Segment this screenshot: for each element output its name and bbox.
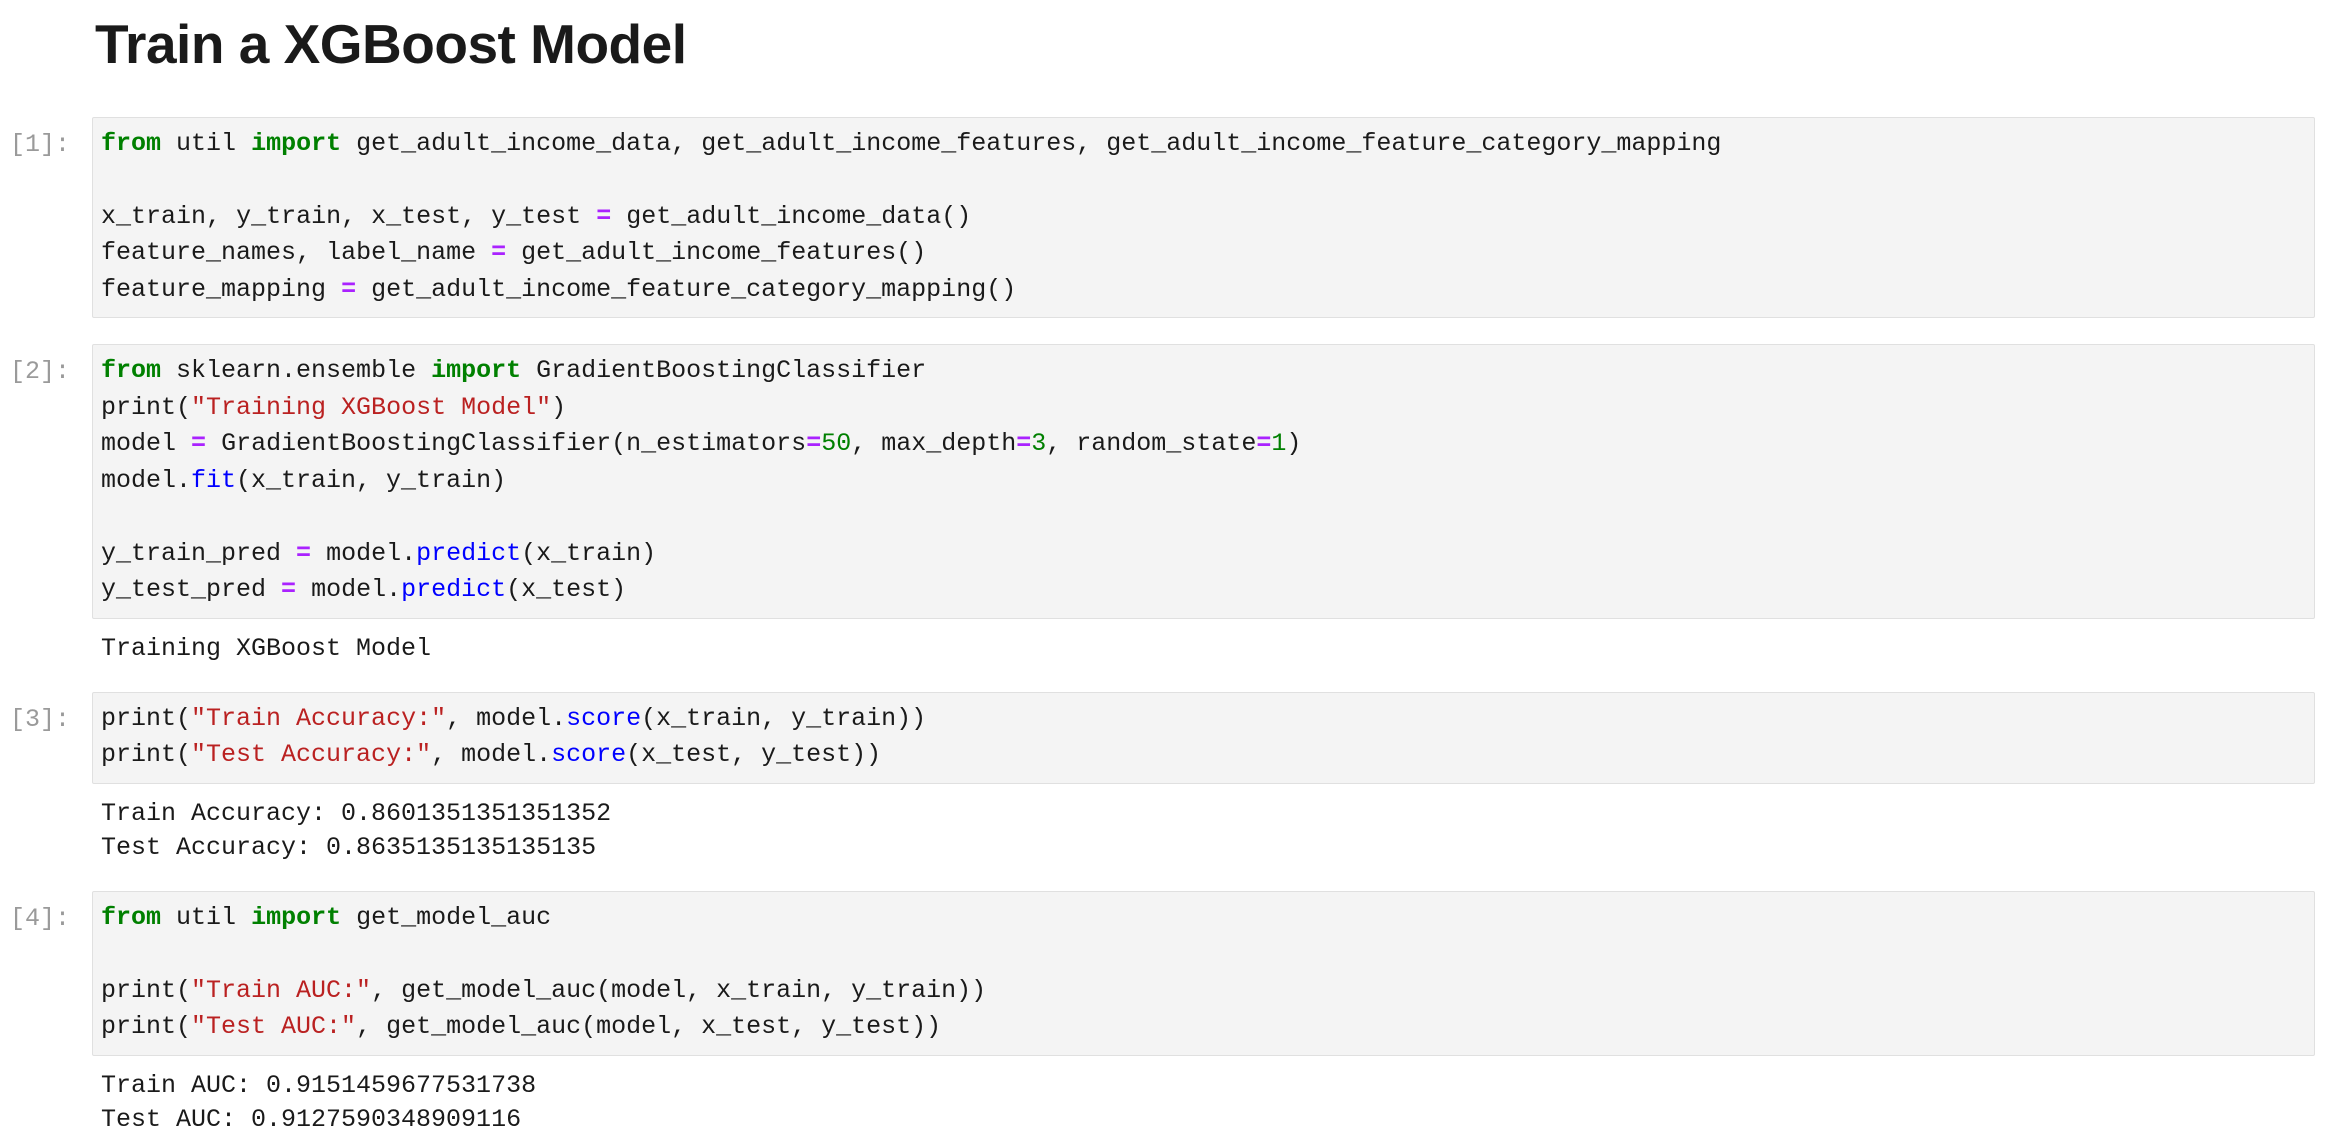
code-source-1[interactable]: from util import get_adult_income_data, … — [101, 128, 1722, 304]
output-area-4: Train AUC: 0.9151459677531738 Test AUC: … — [92, 1068, 2315, 1137]
code-editor-3[interactable]: print("Train Accuracy:", model.score(x_t… — [92, 691, 2315, 784]
output-stream-2: Training XGBoost Model — [101, 633, 432, 663]
code-source-4[interactable]: from util import get_model_auc print("Tr… — [101, 902, 987, 1042]
code-editor-2[interactable]: from sklearn.ensemble import GradientBoo… — [92, 344, 2315, 619]
output-cell-3: Train Accuracy: 0.8601351351351352 Test … — [0, 796, 2327, 865]
code-cell-2[interactable]: [2]: from sklearn.ensemble import Gradie… — [0, 344, 2327, 619]
code-source-2[interactable]: from sklearn.ensemble import GradientBoo… — [101, 356, 1302, 605]
cell-prompt-4: [4]: — [9, 903, 70, 933]
code-editor-4[interactable]: from util import get_model_auc print("Tr… — [92, 890, 2315, 1056]
output-area-3: Train Accuracy: 0.8601351351351352 Test … — [92, 796, 2315, 865]
cell-prompt-3: [3]: — [9, 704, 70, 734]
output-cell-2: Training XGBoost Model — [0, 631, 2327, 666]
code-cell-1[interactable]: [1]: from util import get_adult_income_d… — [0, 116, 2327, 319]
code-source-3[interactable]: print("Train Accuracy:", model.score(x_t… — [101, 703, 927, 770]
code-cell-3[interactable]: [3]: print("Train Accuracy:", model.scor… — [0, 691, 2327, 784]
output-area-2: Training XGBoost Model — [92, 631, 2315, 666]
cell-prompt-2: [2]: — [9, 357, 70, 387]
code-editor-1[interactable]: from util import get_adult_income_data, … — [92, 116, 2315, 319]
output-cell-4: Train AUC: 0.9151459677531738 Test AUC: … — [0, 1068, 2327, 1137]
output-stream-3: Train Accuracy: 0.8601351351351352 Test … — [101, 798, 612, 862]
output-stream-4: Train AUC: 0.9151459677531738 Test AUC: … — [101, 1070, 537, 1134]
page-title: Train a XGBoost Model — [95, 13, 687, 75]
code-cell-4[interactable]: [4]: from util import get_model_auc prin… — [0, 890, 2327, 1056]
cell-prompt-1: [1]: — [9, 129, 70, 159]
